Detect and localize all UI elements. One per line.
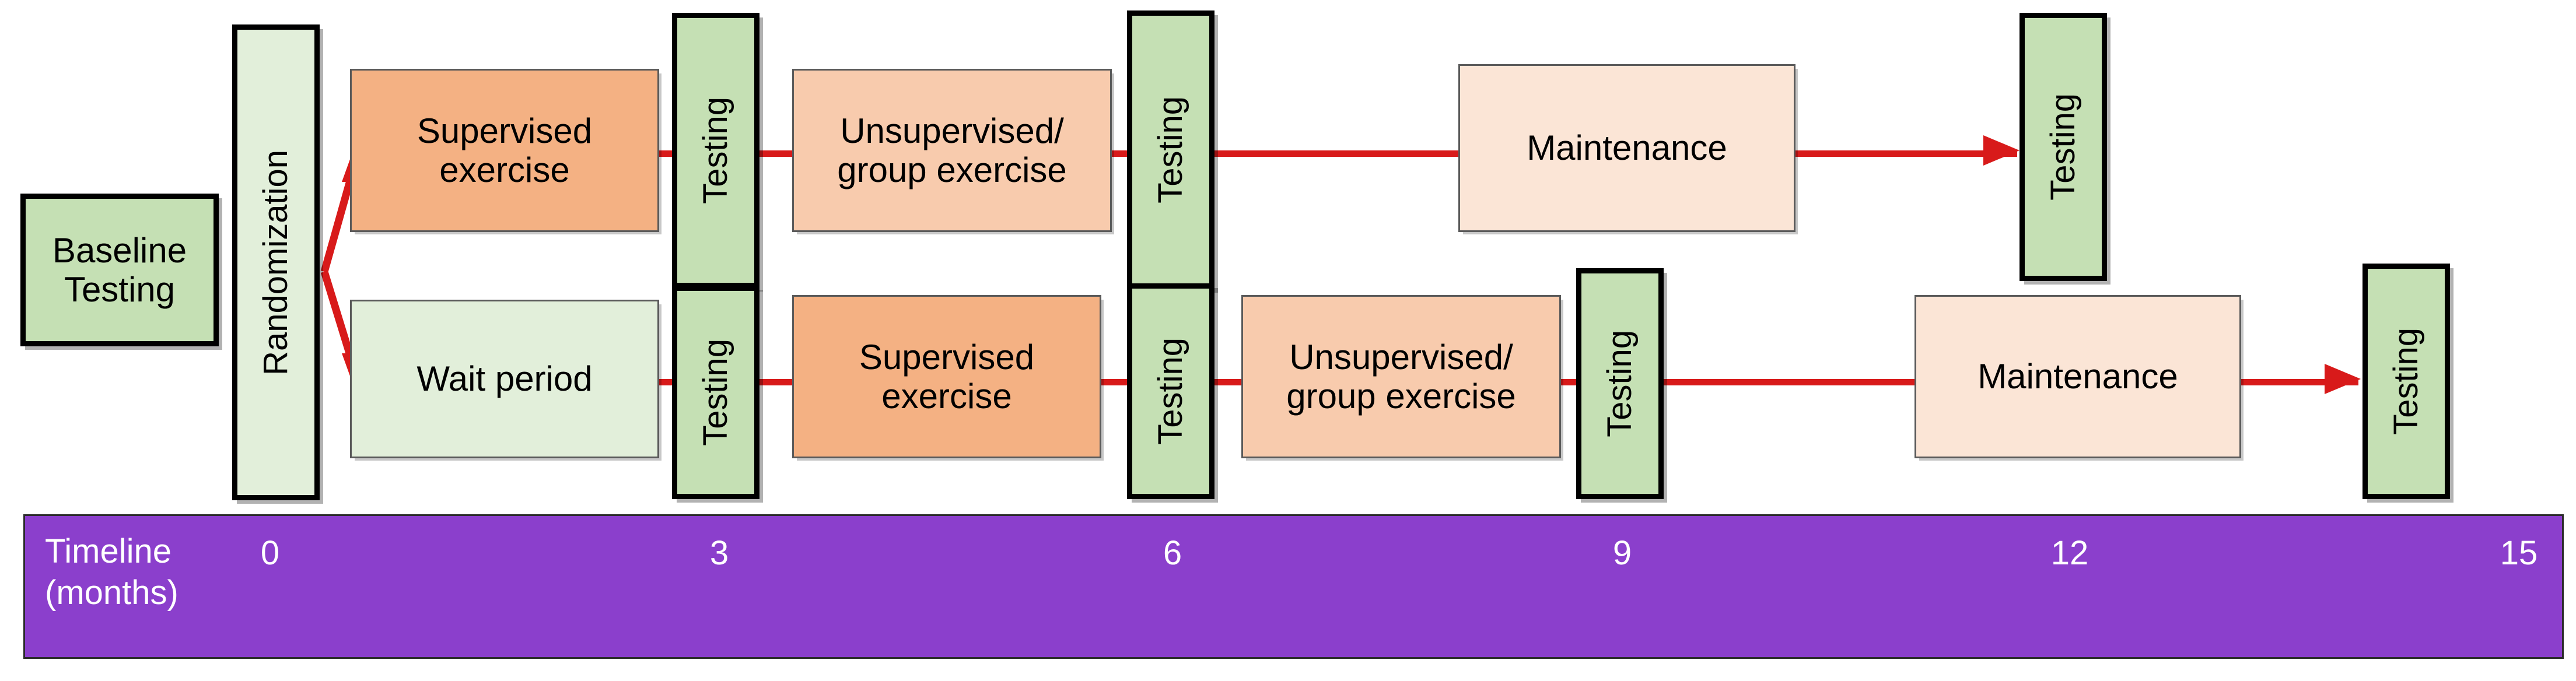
bottom-testing-15mo-box[interactable]: Testing xyxy=(2362,264,2450,499)
bottom-supervised-exercise-box[interactable]: Supervised exercise xyxy=(792,295,1101,458)
timeline-tick-15: 15 xyxy=(2500,534,2538,572)
bottom-testing-6mo-label: Testing xyxy=(1151,338,1189,445)
bottom-testing-6mo-box[interactable]: Testing xyxy=(1127,283,1214,499)
top-testing-3mo-label: Testing xyxy=(696,97,734,204)
top-testing-3mo-box[interactable]: Testing xyxy=(672,13,760,288)
bottom-unsupervised-group-exercise-label: Unsupervised/ group exercise xyxy=(1286,337,1516,416)
top-testing-6mo-label: Testing xyxy=(1151,96,1189,203)
bottom-testing-3mo-label: Testing xyxy=(696,339,734,446)
top-unsupervised-group-exercise-label: Unsupervised/ group exercise xyxy=(837,111,1067,189)
top-supervised-exercise-label: Supervised exercise xyxy=(416,111,593,189)
timeline-tick-9: 9 xyxy=(1612,534,1632,572)
top-maintenance-box[interactable]: Maintenance xyxy=(1458,64,1796,232)
bottom-maintenance-label: Maintenance xyxy=(1978,357,2178,396)
timeline-axis-label: Timeline (months) xyxy=(45,532,178,612)
top-maintenance-label: Maintenance xyxy=(1527,128,1727,168)
connector-top-arm xyxy=(658,150,2017,157)
bottom-supervised-exercise-label: Supervised exercise xyxy=(859,337,1035,416)
timeline-tick-12: 12 xyxy=(2050,534,2089,572)
baseline-testing-box[interactable]: Baseline Testing xyxy=(20,194,219,346)
top-unsupervised-group-exercise-box[interactable]: Unsupervised/ group exercise xyxy=(792,69,1112,232)
bottom-testing-3mo-box[interactable]: Testing xyxy=(672,286,760,499)
randomization-box[interactable]: Randomization xyxy=(232,24,320,500)
bottom-unsupervised-group-exercise-box[interactable]: Unsupervised/ group exercise xyxy=(1241,295,1561,458)
bottom-wait-period-box[interactable]: Wait period xyxy=(350,300,659,458)
timeline-tick-3: 3 xyxy=(709,534,729,572)
top-supervised-exercise-box[interactable]: Supervised exercise xyxy=(350,69,659,232)
timeline-band: Timeline (months) 0 3 6 9 12 15 xyxy=(23,514,2564,659)
top-testing-6mo-box[interactable]: Testing xyxy=(1127,10,1214,289)
top-testing-12mo-label: Testing xyxy=(2043,93,2082,201)
baseline-testing-label: Baseline Testing xyxy=(52,230,187,309)
bottom-testing-9mo-box[interactable]: Testing xyxy=(1576,268,1664,499)
timeline-tick-0: 0 xyxy=(260,534,280,572)
top-testing-12mo-box[interactable]: Testing xyxy=(2020,13,2107,281)
bottom-maintenance-box[interactable]: Maintenance xyxy=(1915,295,2241,458)
timeline-tick-6: 6 xyxy=(1163,534,1182,572)
bottom-testing-9mo-label: Testing xyxy=(1600,330,1639,437)
randomization-label: Randomization xyxy=(256,149,295,375)
bottom-testing-15mo-label: Testing xyxy=(2386,328,2425,435)
bottom-wait-period-label: Wait period xyxy=(416,359,593,399)
